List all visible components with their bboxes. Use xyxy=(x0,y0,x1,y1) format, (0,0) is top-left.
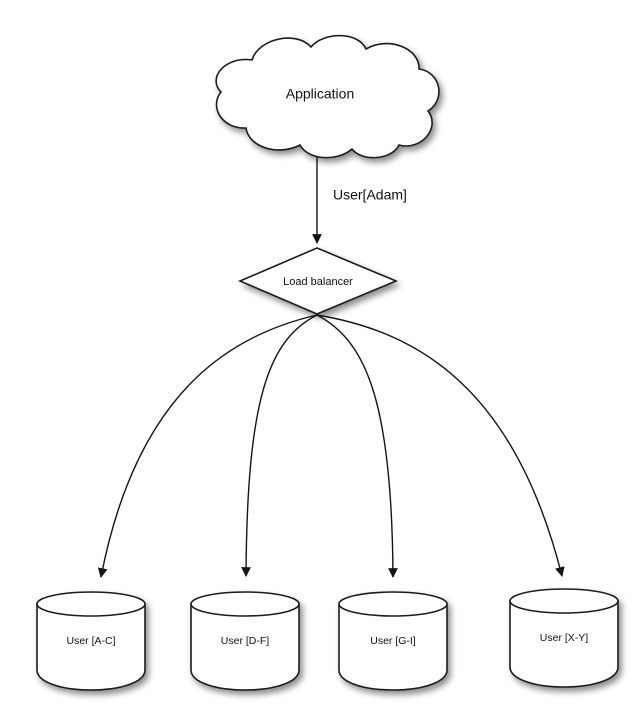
edge-label-user-adam: User[Adam] xyxy=(333,187,407,203)
node-database-x-y[interactable]: User [X-Y] xyxy=(509,588,619,688)
curved-arrow-1 xyxy=(97,314,318,578)
node-database-d-f[interactable]: User [D-F] xyxy=(190,591,300,691)
edge-balancer-to-db-a-c xyxy=(97,314,318,578)
node-load-balancer[interactable]: Load balancer xyxy=(237,247,399,315)
database-icon xyxy=(190,591,300,691)
database-icon xyxy=(509,588,619,688)
curved-arrow-2 xyxy=(241,314,318,577)
database-icon xyxy=(338,591,448,691)
database-label: User [D-F] xyxy=(221,635,269,647)
curved-arrow-4 xyxy=(316,314,565,577)
diamond-icon xyxy=(237,247,399,315)
edge-balancer-to-db-x-y xyxy=(316,314,565,577)
cloud-icon xyxy=(215,34,440,159)
edge-balancer-to-db-d-f xyxy=(241,314,318,577)
database-icon xyxy=(36,591,146,691)
database-label: User [X-Y] xyxy=(540,632,589,644)
curved-arrow-3 xyxy=(316,314,398,578)
node-application[interactable]: Application xyxy=(215,34,440,159)
database-label: User [G-I] xyxy=(370,635,416,647)
edge-balancer-to-db-g-i xyxy=(316,314,398,578)
node-database-g-i[interactable]: User [G-I] xyxy=(338,591,448,691)
node-database-a-c[interactable]: User [A-C] xyxy=(36,591,146,691)
database-label: User [A-C] xyxy=(66,635,115,647)
load-balancer-label: Load balancer xyxy=(283,276,353,288)
edge-application-to-balancer: User[Adam] xyxy=(312,157,407,244)
application-label: Application xyxy=(286,86,355,102)
